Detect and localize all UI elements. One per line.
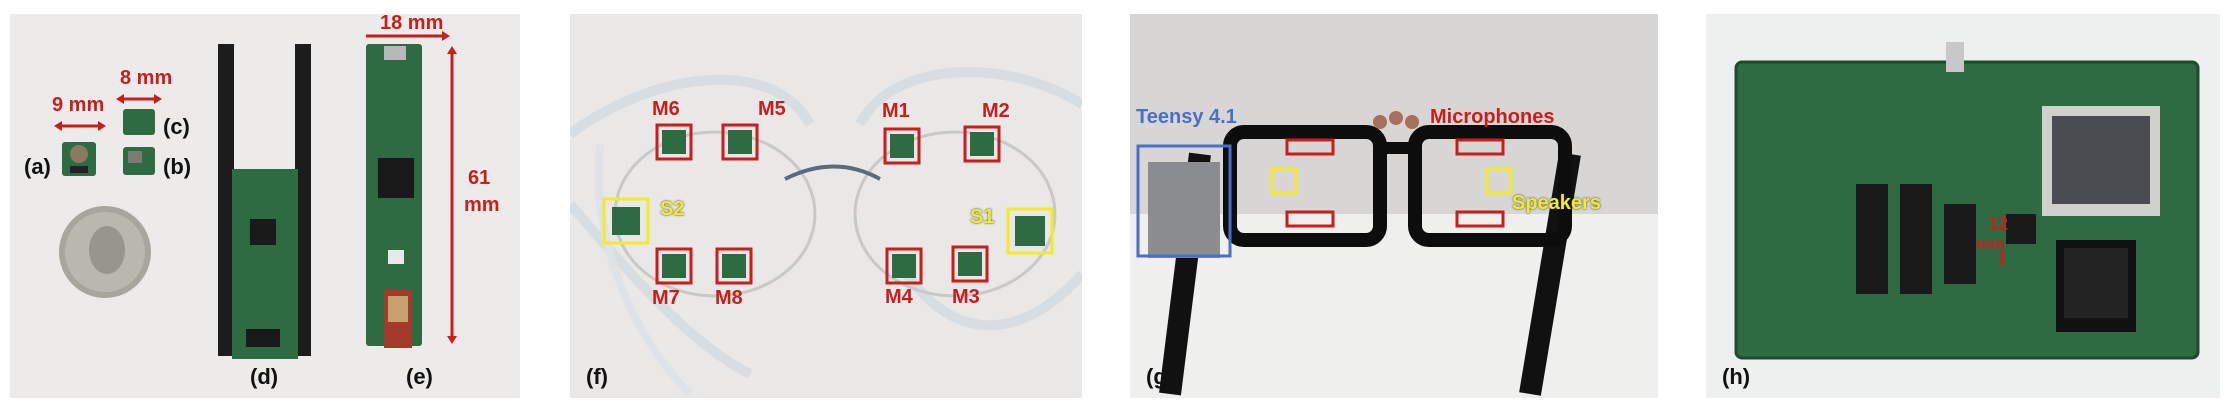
- flex-cable: [895, 261, 1082, 331]
- dim-label-12-unit: mm: [1976, 236, 2005, 253]
- board-d-chip-2: [246, 329, 280, 347]
- module-a-connector: [70, 166, 88, 173]
- mic-label-m3: M3: [952, 286, 980, 308]
- power-switch: [1946, 42, 1964, 72]
- mic-box-bottom-left: [1285, 210, 1335, 228]
- eval-board-photo: [1734, 42, 2200, 360]
- mic-box-m2: [963, 125, 1001, 163]
- board-d-chip: [250, 219, 276, 245]
- mic-box-m1: [883, 127, 921, 165]
- mic-box-m7: [655, 247, 693, 285]
- right-rim: [1408, 125, 1572, 247]
- right-lens: [853, 130, 1057, 298]
- dim-label-61-unit: mm: [464, 194, 500, 216]
- mic-box-m6: [655, 123, 693, 161]
- label-e: (e): [406, 364, 433, 389]
- speaker-label-s2: S2: [660, 198, 685, 220]
- module-c: [123, 109, 155, 135]
- teensy-processor: [378, 158, 414, 198]
- coin-portrait: [89, 226, 125, 274]
- mic-label-m7: M7: [652, 287, 680, 309]
- header-left-d: [218, 44, 234, 356]
- glasses-photo: [1130, 111, 1658, 398]
- photo-panel-eval-board: 12 mm (h): [1706, 14, 2220, 398]
- dim-label-9mm: 9 mm: [52, 94, 105, 116]
- flex-cable: [570, 200, 753, 379]
- dim-label-61: 61: [468, 167, 491, 189]
- label-h: (h): [1722, 364, 1751, 389]
- speakers-label: Speakers: [1512, 192, 1601, 214]
- speaker-label-s1: S1: [970, 206, 995, 228]
- lcd-screen: [2052, 116, 2150, 204]
- dim-label-12: 12: [1988, 214, 2009, 234]
- mic-box-m5: [721, 123, 759, 161]
- label-d: (d): [250, 364, 279, 389]
- left-lens: [613, 130, 817, 298]
- teensy-box: [1136, 144, 1232, 258]
- mic-label-m8: M8: [715, 287, 743, 309]
- speaker-box-s1: [1006, 207, 1054, 255]
- teensy-label: Teensy 4.1: [1136, 106, 1237, 128]
- module-b-speaker: [128, 151, 142, 163]
- mic-label-m2: M2: [982, 100, 1010, 122]
- label-f: (f): [586, 364, 608, 389]
- pin-header: [1856, 184, 1888, 294]
- photo-panel-components: (a) (b) (c) (d) (e) 9 mm 8 mm 18 mm 61 m…: [10, 14, 520, 398]
- glasses-frame-photo: [570, 67, 1082, 397]
- mic-box-bottom-right: [1455, 210, 1505, 228]
- usb-connector: [384, 46, 406, 60]
- components-photo: [54, 31, 457, 359]
- microphones-label: Microphones: [1430, 106, 1555, 128]
- mic-label-m4: M4: [885, 286, 913, 308]
- pin-header: [1900, 184, 1932, 294]
- mic-box-top-right: [1455, 138, 1505, 156]
- flex-cable: [855, 67, 1082, 127]
- mic-box-m8: [715, 247, 753, 285]
- label-c: (c): [163, 114, 190, 139]
- mic-label-m1: M1: [882, 100, 910, 122]
- processor-chip: [2006, 214, 2036, 244]
- speaker-box-s2: [602, 197, 650, 245]
- mic-box-m4: [885, 247, 923, 285]
- sd-card-label: [388, 296, 408, 322]
- mic-label-m5: M5: [758, 98, 786, 120]
- nose-bridge: [784, 164, 881, 181]
- teensy-button: [388, 250, 404, 264]
- board-d: [232, 169, 298, 359]
- mic-box-m3: [951, 245, 989, 283]
- speaker-box-right: [1485, 167, 1513, 195]
- flex-cable: [594, 143, 693, 397]
- label-g: (g): [1146, 364, 1175, 389]
- label-b: (b): [163, 154, 192, 179]
- dim-label-8mm: 8 mm: [120, 67, 173, 89]
- header-right-d: [295, 44, 311, 356]
- dim-label-18mm: 18 mm: [380, 14, 444, 34]
- bridge: [1375, 142, 1420, 154]
- teensy-enclosure: [1148, 162, 1220, 258]
- module-a-mic: [70, 145, 88, 163]
- mic-box-top-left: [1285, 138, 1335, 156]
- photo-panel-glasses-frame: M6 M5 M1 M2 M7 M8 M4 M3 S2 S1 (f): [570, 14, 1082, 398]
- photo-panel-glasses-worn: Teensy 4.1 Microphones Speakers (g): [1130, 14, 1658, 398]
- flex-cable: [570, 74, 815, 139]
- mic-label-m6: M6: [652, 98, 680, 120]
- speaker-box-left: [1270, 167, 1298, 195]
- pin-header: [1944, 204, 1976, 284]
- label-a: (a): [24, 154, 51, 179]
